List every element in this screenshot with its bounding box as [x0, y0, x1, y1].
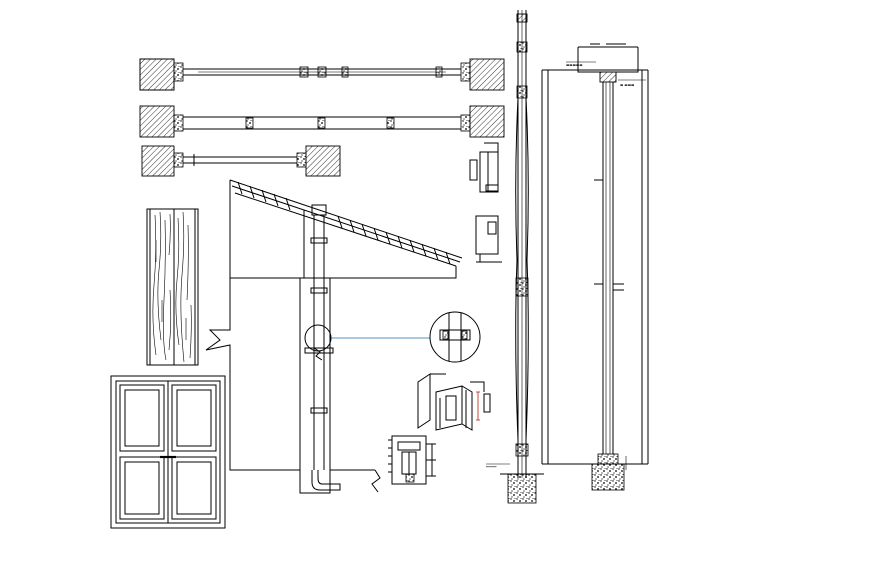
downpipe-clamp-detail — [429, 311, 481, 363]
panel-door-elevation — [110, 375, 226, 529]
plan-section-3 — [141, 145, 341, 177]
bracket-isometric-detail — [417, 373, 491, 431]
vertical-section-left: ━━━━━ — [485, 10, 544, 504]
wood-door-panel — [146, 208, 199, 366]
fixing-section-detail — [388, 435, 436, 485]
top-note-mark-left: ▬▬▬▬▬ — [566, 63, 583, 67]
hardware-detail — [469, 142, 502, 263]
plan-section-1 — [139, 58, 505, 91]
vertical-section-right: ▬▬▬▬▬ ▬ ▬▬▬ — [541, 43, 649, 491]
building-section — [205, 179, 463, 494]
plan-section-2 — [139, 105, 505, 138]
top-note-mark-right: ▬ ▬▬▬ — [620, 83, 634, 87]
stone-label-mark-left: ━━━━━ — [485, 465, 497, 469]
